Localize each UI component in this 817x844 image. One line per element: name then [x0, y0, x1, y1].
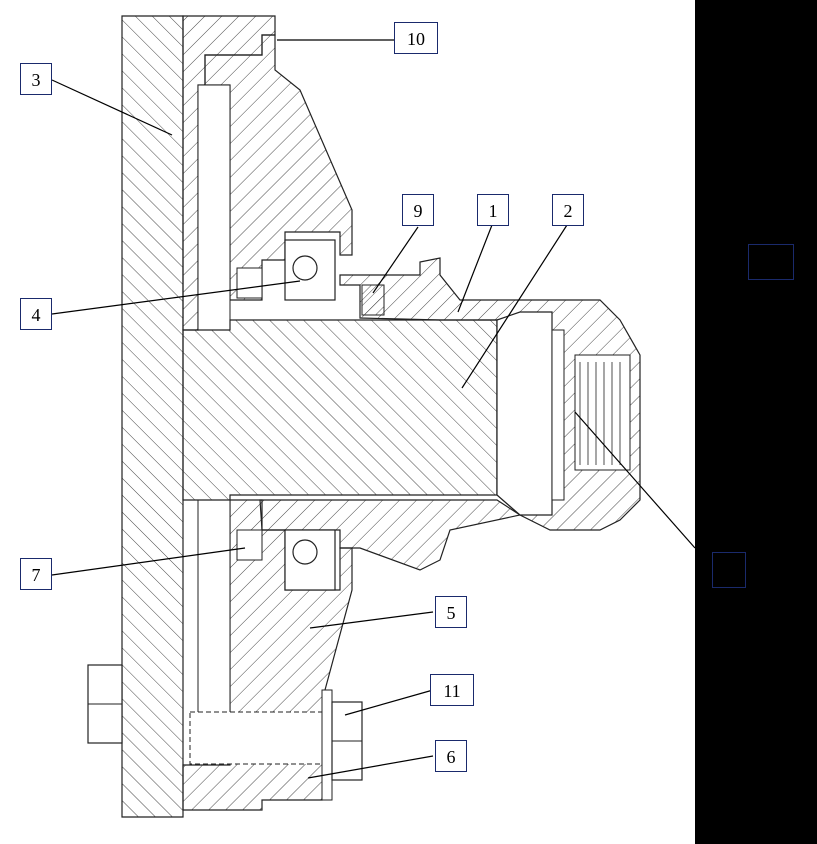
- bearing-upper: [236, 239, 336, 301]
- leader-lines: [51, 39, 696, 779]
- callout-1: 1: [477, 194, 509, 226]
- callout-5: 5: [435, 596, 467, 628]
- callout-4: 4: [20, 298, 52, 330]
- callout-10: 10: [394, 22, 438, 54]
- empty-label-box-lower: [712, 552, 746, 588]
- part-3-housing-plate: [121, 15, 276, 818]
- empty-label-box-upper: [748, 244, 794, 280]
- part-9-seal: [361, 284, 385, 316]
- callout-3: 3: [20, 63, 52, 95]
- callout-7: 7: [20, 558, 52, 590]
- callout-11: 11: [430, 674, 474, 706]
- part-2-shaft: [182, 319, 498, 501]
- callout-9: 9: [402, 194, 434, 226]
- part-6-bolt: [87, 664, 326, 765]
- black-panel: [695, 0, 817, 844]
- callout-2: 2: [552, 194, 584, 226]
- callout-6: 6: [435, 740, 467, 772]
- part-11-nut: [321, 689, 363, 801]
- bearing-lower: [236, 529, 336, 591]
